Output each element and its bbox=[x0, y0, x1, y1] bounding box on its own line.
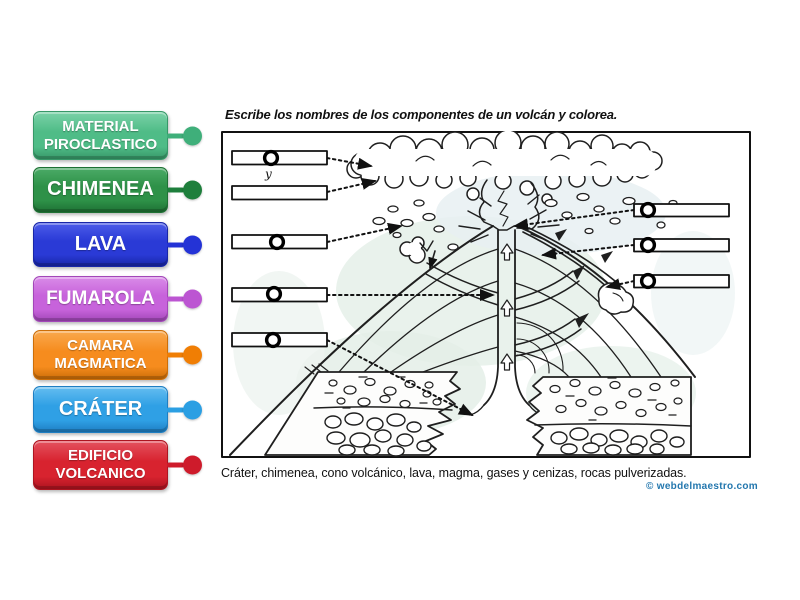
label-connector-dot bbox=[183, 126, 202, 145]
worksheet-frame bbox=[221, 131, 751, 458]
volcano-line-art bbox=[229, 131, 696, 457]
label-connector-line bbox=[167, 352, 184, 358]
label-chip-edificio-volcanico[interactable]: EDIFICIO VOLCANICO bbox=[33, 440, 202, 490]
drop-target-circle[interactable] bbox=[639, 272, 657, 290]
drop-target-circle[interactable] bbox=[639, 201, 657, 219]
label-connector-line bbox=[167, 133, 184, 138]
lava-flow-icon bbox=[514, 227, 635, 357]
drop-targets bbox=[262, 149, 657, 349]
drop-target-circle[interactable] bbox=[265, 285, 283, 303]
answer-box[interactable] bbox=[231, 150, 328, 166]
watermark: © webdelmaestro.com bbox=[646, 481, 758, 492]
smoke-cloud-icon bbox=[346, 131, 663, 190]
magma-up-arrow-icon bbox=[500, 243, 514, 371]
answer-box[interactable] bbox=[231, 185, 328, 201]
volcano-worksheet-image: y bbox=[221, 131, 751, 458]
answer-box[interactable] bbox=[633, 203, 730, 218]
worksheet-instruction: Escribe los nombres de los componentes d… bbox=[225, 107, 618, 122]
label-connector-line bbox=[167, 407, 184, 412]
label-connector-line bbox=[167, 296, 184, 302]
label-connector-dot bbox=[183, 289, 202, 309]
label-text: CHIMENEA bbox=[47, 178, 154, 201]
label-text: CAMARA MAGMATICA bbox=[54, 337, 147, 372]
label-text: CRÁTER bbox=[58, 397, 143, 420]
label-chip-lava[interactable]: LAVA bbox=[33, 222, 202, 267]
label-connector-line bbox=[167, 187, 184, 193]
drop-target-circle[interactable] bbox=[262, 149, 280, 167]
label-chip-material-piroclastico[interactable]: MATERIAL PIROCLASTICO bbox=[33, 111, 202, 160]
word-bank: Cráter, chimenea, cono volcánico, lava, … bbox=[221, 466, 687, 480]
label-text: FUMAROLA bbox=[46, 287, 155, 309]
label-connector-line bbox=[167, 462, 184, 468]
label-chip-camara-magmatica[interactable]: CAMARA MAGMATICA bbox=[33, 330, 202, 380]
answer-boxes bbox=[231, 150, 730, 348]
label-connector-dot bbox=[183, 455, 202, 475]
label-chip-crater[interactable]: CRÁTER bbox=[33, 386, 202, 433]
label-text: MATERIAL PIROCLASTICO bbox=[43, 117, 158, 153]
leader-lines bbox=[326, 157, 635, 416]
label-chip-fumarola[interactable]: FUMAROLA bbox=[33, 276, 202, 322]
label-connector-dot bbox=[183, 400, 202, 419]
lateral-vent-icon bbox=[399, 236, 499, 306]
answer-box[interactable] bbox=[633, 238, 730, 253]
drop-target-circle[interactable] bbox=[268, 233, 286, 251]
label-connector-line bbox=[167, 242, 184, 247]
ground-layers-icon bbox=[264, 363, 692, 457]
answer-box[interactable] bbox=[633, 274, 730, 289]
label-connector-dot bbox=[183, 180, 202, 200]
drop-target-circle[interactable] bbox=[639, 236, 657, 254]
label-text: LAVA bbox=[74, 232, 127, 255]
stray-char: y bbox=[264, 167, 272, 181]
label-connector-dot bbox=[183, 235, 202, 254]
eruption-column-icon bbox=[458, 179, 560, 243]
drop-target-circle[interactable] bbox=[264, 331, 282, 349]
label-chip-chimenea[interactable]: CHIMENEA bbox=[33, 167, 202, 213]
label-text: EDIFICIO VOLCANICO bbox=[55, 447, 146, 482]
label-connector-dot bbox=[183, 345, 202, 365]
